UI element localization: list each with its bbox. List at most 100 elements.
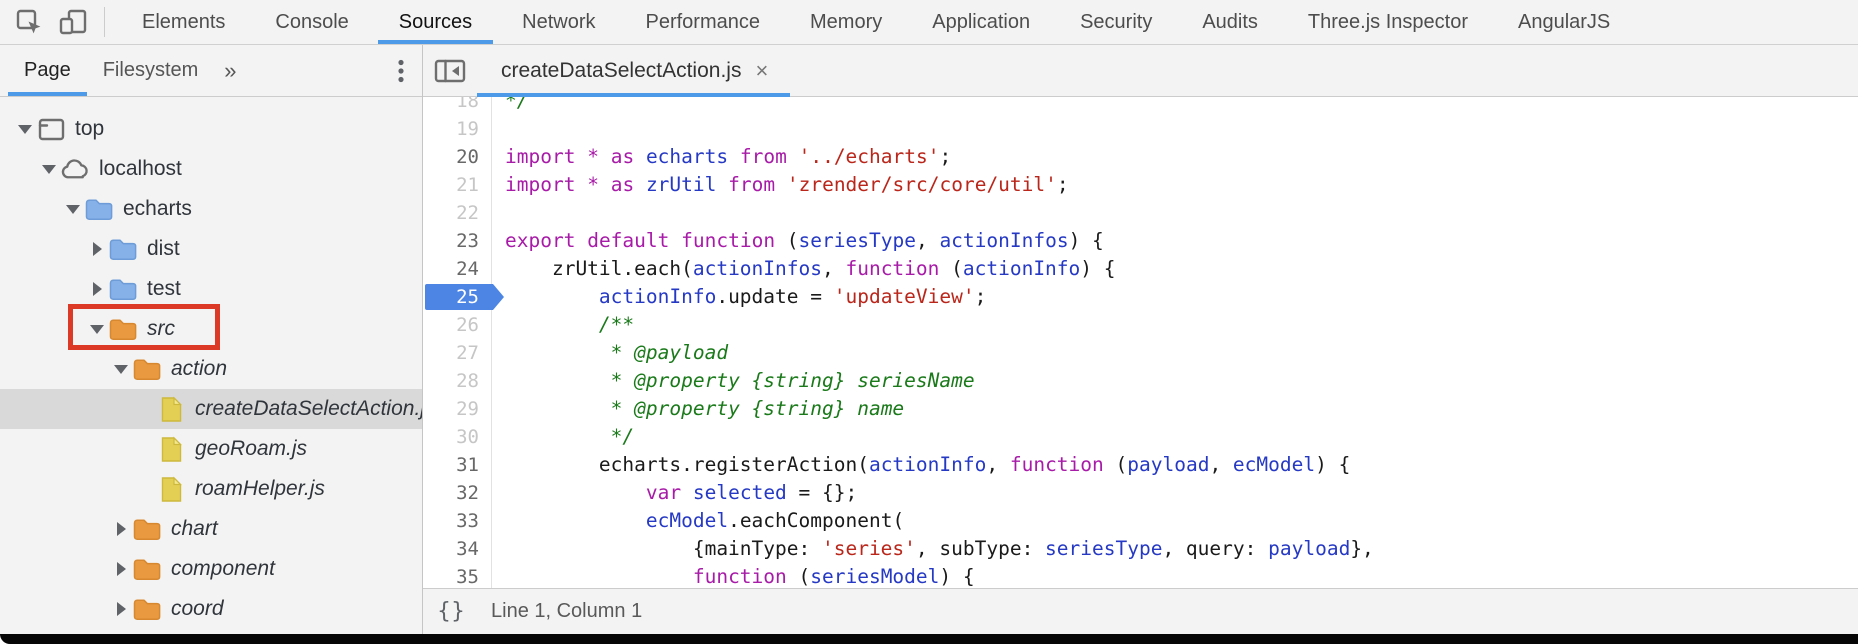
- code-line-text[interactable]: import * as echarts from '../echarts';: [505, 145, 952, 168]
- tree-item-label: src: [147, 317, 175, 340]
- tree-item-label: localhost: [99, 157, 182, 180]
- tree-item-coord[interactable]: coord: [0, 589, 422, 629]
- line-number[interactable]: 22: [423, 199, 492, 227]
- panel-tab-elements[interactable]: Elements: [142, 10, 226, 33]
- tree-item-test[interactable]: test: [0, 269, 422, 309]
- tree-item-top[interactable]: top: [0, 109, 422, 149]
- close-tab-icon[interactable]: ×: [755, 57, 769, 83]
- code-line-text[interactable]: export default function (seriesType, act…: [505, 229, 1104, 252]
- line-number-breakpoint[interactable]: 25: [423, 283, 492, 311]
- folder-orange-icon: [108, 318, 138, 341]
- tree-item-component[interactable]: component: [0, 549, 422, 589]
- folder-orange-icon: [132, 598, 162, 621]
- breakpoint-flag[interactable]: [425, 284, 504, 310]
- line-number[interactable]: 33: [423, 507, 492, 535]
- tab-filesystem[interactable]: Filesystem: [102, 59, 199, 81]
- line-number[interactable]: 27: [423, 339, 492, 367]
- code-line-text[interactable]: [492, 199, 505, 227]
- line-number[interactable]: 19: [423, 115, 492, 143]
- tree-item-action[interactable]: action: [0, 349, 422, 389]
- line-number[interactable]: 28: [423, 367, 492, 395]
- chevron-expanded-icon[interactable]: [62, 204, 84, 214]
- code-line-text[interactable]: [492, 115, 505, 143]
- panel-tab-angularjs[interactable]: AngularJS: [1518, 10, 1611, 33]
- editor-tab-title: createDataSelectAction.js: [501, 58, 742, 82]
- code-line-text[interactable]: import * as zrUtil from 'zrender/src/cor…: [505, 173, 1069, 196]
- panel-tab-application[interactable]: Application: [932, 10, 1031, 33]
- line-number[interactable]: 30: [423, 423, 492, 451]
- line-number[interactable]: 20: [423, 143, 492, 171]
- more-tabs-icon[interactable]: »: [224, 57, 237, 83]
- panel-tab-three-js-inspector[interactable]: Three.js Inspector: [1307, 10, 1468, 33]
- tree-item-roamhelper-js[interactable]: roamHelper.js: [0, 469, 422, 509]
- device-toolbar-icon[interactable]: [58, 7, 88, 37]
- code-line: 26 /**: [423, 311, 1858, 339]
- tree-item-dist[interactable]: dist: [0, 229, 422, 269]
- line-number[interactable]: 34: [423, 535, 492, 563]
- code-line-text[interactable]: */: [610, 425, 635, 448]
- chevron-collapsed-icon[interactable]: [110, 562, 132, 576]
- line-number[interactable]: 18: [423, 97, 492, 115]
- code-line-text[interactable]: actionInfo.update = 'updateView';: [598, 285, 987, 308]
- code-line-text[interactable]: * @property {string} name: [610, 397, 905, 420]
- tree-item-localhost[interactable]: localhost: [0, 149, 422, 189]
- line-number[interactable]: 23: [423, 227, 492, 255]
- panel-tab-network[interactable]: Network: [522, 10, 596, 33]
- tab-page[interactable]: Page: [8, 45, 87, 96]
- tree-item-label: top: [75, 117, 105, 140]
- tree-item-src[interactable]: src: [0, 309, 422, 349]
- inspect-element-icon[interactable]: [14, 7, 44, 37]
- code-line-text[interactable]: var selected = {};: [645, 481, 858, 504]
- hide-navigator-icon[interactable]: [423, 45, 477, 96]
- overflow-menu-icon[interactable]: [380, 59, 422, 83]
- frame-icon: [36, 118, 66, 141]
- line-number[interactable]: 31: [423, 451, 492, 479]
- tree-item-label: test: [147, 277, 181, 300]
- panel-tab-security[interactable]: Security: [1080, 10, 1153, 33]
- folder-blue-icon: [84, 198, 114, 221]
- line-number[interactable]: 24: [423, 255, 492, 283]
- chevron-collapsed-icon[interactable]: [110, 522, 132, 536]
- tree-item-createdataselectaction-js[interactable]: createDataSelectAction.js: [0, 389, 422, 429]
- code-line-text[interactable]: * @payload: [610, 341, 729, 364]
- folder-blue-icon: [108, 238, 138, 261]
- tree-item-chart[interactable]: chart: [0, 509, 422, 549]
- panel-tab-performance[interactable]: Performance: [645, 10, 761, 33]
- code-line-text[interactable]: {mainType: 'series', subType: seriesType…: [505, 537, 1374, 560]
- topbar-tabs: Elements Console Sources Network Performance…: [117, 0, 1635, 44]
- code-line-text[interactable]: /**: [598, 313, 635, 336]
- file-icon: [156, 476, 186, 503]
- chevron-expanded-icon[interactable]: [86, 324, 108, 334]
- line-number[interactable]: 32: [423, 479, 492, 507]
- code-line-text[interactable]: ecModel.eachComponent(: [645, 509, 905, 532]
- panel-tab-sources[interactable]: Sources: [374, 0, 497, 44]
- code-line-text[interactable]: echarts.registerAction(actionInfo, funct…: [505, 453, 1351, 476]
- chevron-collapsed-icon[interactable]: [86, 242, 108, 256]
- pretty-print-icon[interactable]: {}: [437, 599, 465, 624]
- editor-tab-createdataselectaction[interactable]: createDataSelectAction.js ×: [477, 45, 791, 97]
- line-number[interactable]: 21: [423, 171, 492, 199]
- chevron-collapsed-icon[interactable]: [110, 602, 132, 616]
- line-number[interactable]: 35: [423, 563, 492, 588]
- tree-item-label: createDataSelectAction.js: [195, 397, 422, 420]
- window-bottom-edge: [0, 634, 1858, 644]
- line-number[interactable]: 29: [423, 395, 492, 423]
- code-line-text[interactable]: * @property {string} seriesName: [610, 369, 975, 392]
- chevron-expanded-icon[interactable]: [14, 124, 36, 134]
- chevron-expanded-icon[interactable]: [38, 164, 60, 174]
- line-number[interactable]: 26: [423, 311, 492, 339]
- code-line-text[interactable]: */: [505, 97, 529, 112]
- cloud-icon: [60, 158, 90, 180]
- panel-tab-memory[interactable]: Memory: [810, 10, 883, 33]
- tree-item-echarts[interactable]: echarts: [0, 189, 422, 229]
- code-line-text[interactable]: function (seriesModel) {: [692, 565, 975, 588]
- tree-item-georoam-js[interactable]: geoRoam.js: [0, 429, 422, 469]
- panel-tab-console[interactable]: Console: [275, 10, 349, 33]
- code-line-text[interactable]: zrUtil.each(actionInfos, function (actio…: [505, 257, 1116, 280]
- chevron-expanded-icon[interactable]: [110, 364, 132, 374]
- code-line: 35 function (seriesModel) {: [423, 563, 1858, 588]
- panel-tab-audits[interactable]: Audits: [1202, 10, 1258, 33]
- chevron-collapsed-icon[interactable]: [86, 282, 108, 296]
- code-line: 33 ecModel.eachComponent(: [423, 507, 1858, 535]
